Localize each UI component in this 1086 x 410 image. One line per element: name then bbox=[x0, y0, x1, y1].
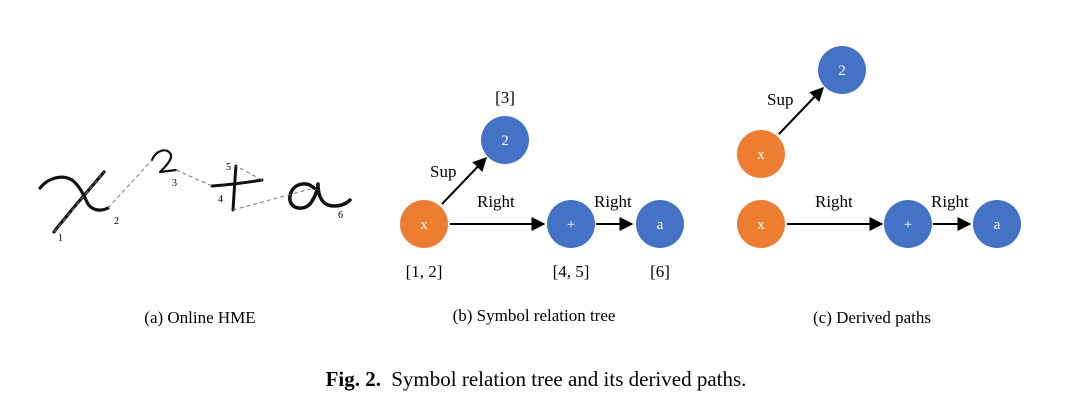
path1-sup-edge bbox=[778, 86, 824, 135]
path1-sup-edge-label: Sup bbox=[767, 90, 793, 109]
path2-node-plus-label: + bbox=[904, 217, 912, 233]
stroke-5 bbox=[231, 164, 238, 212]
stroke-1 bbox=[38, 175, 110, 212]
tree-node-sup bbox=[481, 116, 529, 164]
path1-node-sup-label: 2 bbox=[838, 63, 846, 79]
figure-caption: Fig. 2. Symbol relation tree and its der… bbox=[326, 367, 747, 391]
panel-c-caption: (c) Derived paths bbox=[813, 308, 931, 327]
path2-node-a bbox=[973, 200, 1021, 248]
panel-a-caption: (a) Online HME bbox=[144, 308, 255, 327]
tree-node-x bbox=[400, 200, 448, 248]
panel-b-caption: (b) Symbol relation tree bbox=[453, 306, 616, 325]
tree-index-a: [6] bbox=[650, 262, 670, 281]
derived-paths-panel: Sup x 2 Right Right x + a (c) Derived pa… bbox=[737, 46, 1021, 327]
tree-index-x: [1, 2] bbox=[406, 262, 443, 281]
stroke-4 bbox=[210, 178, 264, 188]
figure-caption-text: Symbol relation tree and its derived pat… bbox=[391, 367, 746, 391]
stroke-number-2: 2 bbox=[114, 216, 119, 227]
path2-node-plus bbox=[884, 200, 932, 248]
tree-node-x-label: x bbox=[420, 217, 428, 233]
tree-node-a bbox=[636, 200, 684, 248]
tree-index-sup: [3] bbox=[495, 88, 515, 107]
tree-node-sup-label: 2 bbox=[501, 133, 509, 149]
stroke-3 bbox=[150, 149, 178, 174]
tree-node-plus-label: + bbox=[567, 217, 575, 233]
path2-right-edge-2-label: Right bbox=[931, 192, 969, 211]
figure-label: Fig. 2. bbox=[326, 367, 381, 391]
stroke-number-1: 1 bbox=[58, 233, 63, 244]
path2-node-x bbox=[737, 200, 785, 248]
online-hme-panel: 1 2 3 4 5 6 (a) Online HME bbox=[38, 149, 352, 327]
stroke-number-6: 6 bbox=[338, 210, 343, 221]
path1-node-x bbox=[737, 130, 785, 178]
stroke-number-4: 4 bbox=[218, 194, 223, 205]
stroke-6 bbox=[288, 182, 352, 210]
path1-node-sup bbox=[818, 46, 866, 94]
tree-right-edge-1-label: Right bbox=[477, 192, 515, 211]
tree-index-plus: [4, 5] bbox=[553, 262, 590, 281]
tree-right-edge-2-label: Right bbox=[594, 192, 632, 211]
path1-node-x-label: x bbox=[757, 147, 765, 163]
pen-up-trajectory bbox=[53, 159, 315, 233]
path2-node-x-label: x bbox=[757, 217, 765, 233]
tree-node-plus bbox=[547, 200, 595, 248]
path2-right-edge-1-label: Right bbox=[815, 192, 853, 211]
stroke-number-3: 3 bbox=[172, 178, 177, 189]
tree-sup-edge-label: Sup bbox=[430, 162, 456, 181]
symbol-relation-tree-panel: Sup Right Right x 2 + a [3] [1, 2] [4, 5… bbox=[400, 88, 684, 325]
tree-sup-edge bbox=[441, 156, 487, 205]
tree-node-a-label: a bbox=[657, 217, 664, 233]
stroke-number-5: 5 bbox=[226, 162, 231, 173]
path2-node-a-label: a bbox=[994, 217, 1001, 233]
